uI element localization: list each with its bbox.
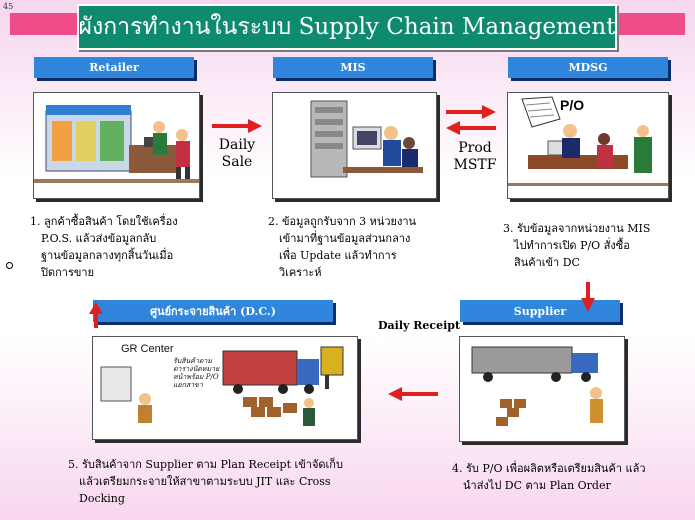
retailer-image [33,92,200,199]
prod-mstf-label: Prod MSTF [446,140,504,174]
gr-center-label: GR Center [121,343,174,355]
step2-line2: เข้ามาที่ฐานข้อมูลส่วนกลาง [279,232,411,245]
step2-text: 2. ข้อมูลถูกรับจาก 3 หน่วยงาน เข้ามาที่ฐ… [268,213,468,281]
warehouse-illustration [100,346,344,426]
gr-note-line3: หน้าพร้อม P/O [173,373,219,381]
truck-delivery-illustration [471,346,603,426]
daily-sale-label: Daily Sale [212,137,262,171]
step1-text: 1. ลูกค้าซื้อสินค้า โดยใช้เครื่อง P.O.S.… [30,213,240,281]
office-po-illustration [508,96,668,186]
prod-mstf-line2: MSTF [453,157,497,173]
prod-mstf-line1: Prod [458,140,492,156]
step3-line3: สินค้าเข้า DC [514,256,580,269]
po-label: P/O [560,97,585,113]
step1-line3: ฐานข้อมูลกลางทุกสิ้นวันเมื่อ [41,249,174,262]
daily-sale-line1: Daily [218,137,256,153]
mdsg-image: P/O [507,92,669,199]
daily-sale-line2: Sale [221,154,253,170]
step5-text: 5. รับสินค้าจาก Supplier ตาม Plan Receip… [68,456,408,507]
step4-line1: 4. รับ P/O เพื่อผลิตหรือเตรียมสินค้า แล้… [452,462,646,475]
arrow-mis-to-mdsg [446,105,496,119]
gr-note: รับสินค้าตาม ตารางนัดหมาย หน้าพร้อม P/O … [173,357,219,389]
step1-line2: P.O.S. แล้วส่งข้อมูลกลับ [41,232,157,245]
header-mdsg: MDSG [508,57,668,78]
server-office-illustration [310,100,423,178]
store-checkout-illustration [34,105,199,183]
step3-line2: ไปทำการเปิด P/O สั่งซื้อ [514,239,630,252]
dc-image: GR Center รับสินค้าตาม ตารางนัดหมาย หน้า… [92,336,358,440]
gr-note-line1: รับสินค้าตาม [173,357,212,365]
supplier-image [459,336,625,442]
step1-line4: ปิดการขาย [41,266,95,279]
header-dc: ศูนย์กระจายสินค้า (D.C.) [93,300,333,322]
daily-receipt-label: Daily Receipt [378,319,461,332]
step4-text: 4. รับ P/O เพื่อผลิตหรือเตรียมสินค้า แล้… [452,460,692,494]
step1-line1: 1. ลูกค้าซื้อสินค้า โดยใช้เครื่อง [30,215,178,228]
step2-line4: วิเคราะห์ [279,266,322,279]
arrow-down-to-supplier [581,282,595,312]
step5-line2: แล้วเตรียมกระจายให้สาขาตามระบบ JIT และ C… [79,475,331,488]
arrow-supplier-to-dc [388,387,438,401]
mis-image [272,92,437,199]
step3-line1: 3. รับข้อมูลจากหน่วยงาน MIS [503,222,651,235]
header-supplier: Supplier [460,300,620,322]
gr-note-line4: แยกสาขา [173,381,203,389]
step5-line3: Docking [79,492,125,505]
gr-note-line2: ตารางนัดหมาย [173,365,220,373]
arrow-retailer-to-mis [212,119,262,133]
header-mis: MIS [273,57,433,78]
step5-line1: 5. รับสินค้าจาก Supplier ตาม Plan Receip… [68,458,343,471]
page-title: ผังการทำงานในระบบ Supply Chain Managemen… [77,4,617,50]
bullet-point [6,262,13,269]
arrow-mdsg-to-mis [446,121,496,135]
step2-line1: 2. ข้อมูลถูกรับจาก 3 หน่วยงาน [268,215,417,228]
step4-line2: นำส่งไป DC ตาม Plan Order [463,479,611,492]
slide-number: 45 [3,2,14,11]
step3-text: 3. รับข้อมูลจากหน่วยงาน MIS ไปทำการเปิด … [503,220,693,271]
header-retailer: Retailer [34,57,194,78]
arrow-up-to-retailer [89,302,103,328]
step2-line3: เพื่อ Update แล้วทำการ [279,249,397,262]
